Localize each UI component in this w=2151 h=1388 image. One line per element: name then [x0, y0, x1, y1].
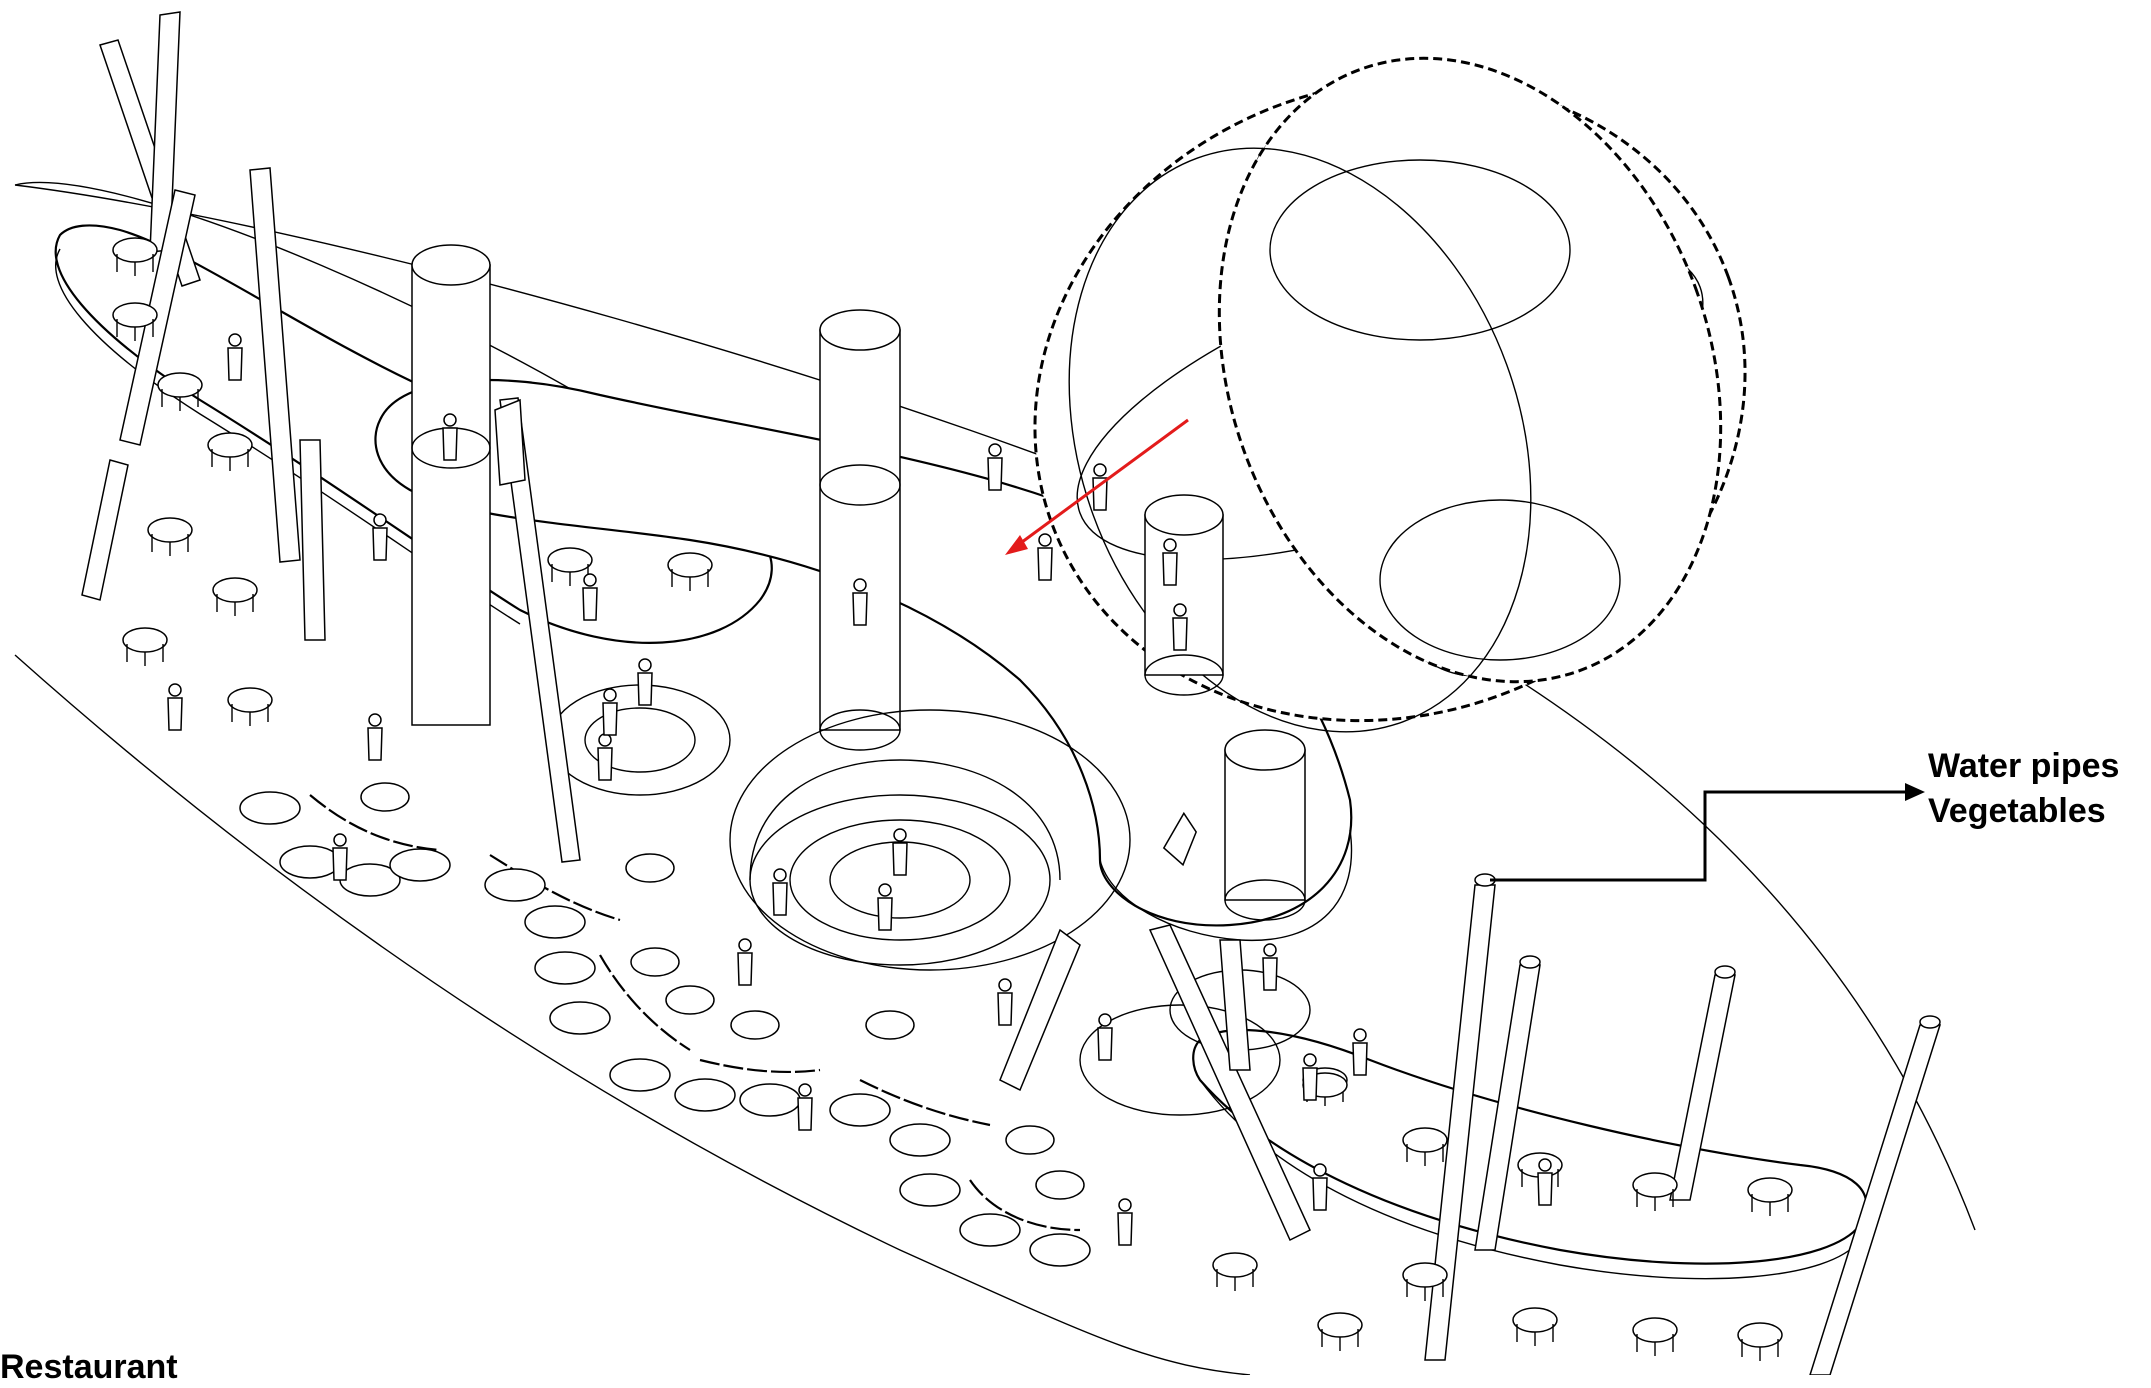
lower-right-deck — [1192, 1028, 1868, 1280]
red-flow-arrow — [1005, 418, 1189, 555]
people-figures — [167, 333, 1553, 1246]
dining-tables — [112, 237, 1793, 1361]
callout-leader — [1490, 783, 1925, 882]
vegetables-label: Vegetables — [1928, 792, 2106, 830]
glass-cylinders — [411, 244, 1306, 921]
circular-planters — [549, 684, 1311, 1116]
water-pipes-label: Water pipes — [1928, 747, 2120, 785]
pillars — [81, 11, 1942, 1375]
lounge-seating — [239, 782, 1091, 1267]
restaurant-label: Restaurant — [0, 1348, 178, 1386]
